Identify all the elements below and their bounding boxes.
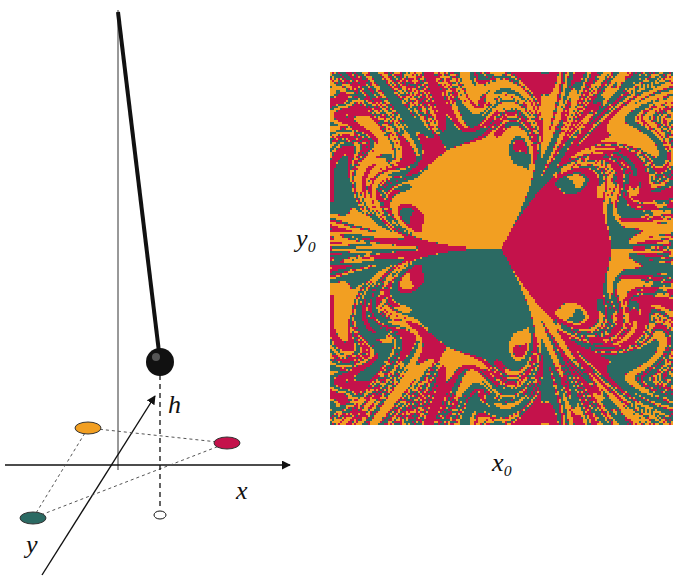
magnet-teal xyxy=(20,512,46,524)
magnet-triangle xyxy=(33,428,227,518)
height-line xyxy=(159,375,160,510)
magnet-red xyxy=(214,437,240,449)
pendulum-bob xyxy=(146,348,174,376)
axis-label: x xyxy=(236,478,248,504)
axis-label: x₀ xyxy=(492,450,513,476)
magnet-orange xyxy=(75,422,101,434)
axis-label: y xyxy=(26,532,38,558)
vertical-reference xyxy=(118,10,119,470)
pendulum-rod xyxy=(118,12,159,352)
height-label: h xyxy=(168,392,181,418)
axis-label: y₀ xyxy=(296,226,317,252)
bob-highlight xyxy=(152,353,160,361)
projection-point xyxy=(154,511,166,519)
y-axis xyxy=(42,396,155,575)
basin-fractal xyxy=(330,72,673,425)
x-axis xyxy=(5,464,290,465)
